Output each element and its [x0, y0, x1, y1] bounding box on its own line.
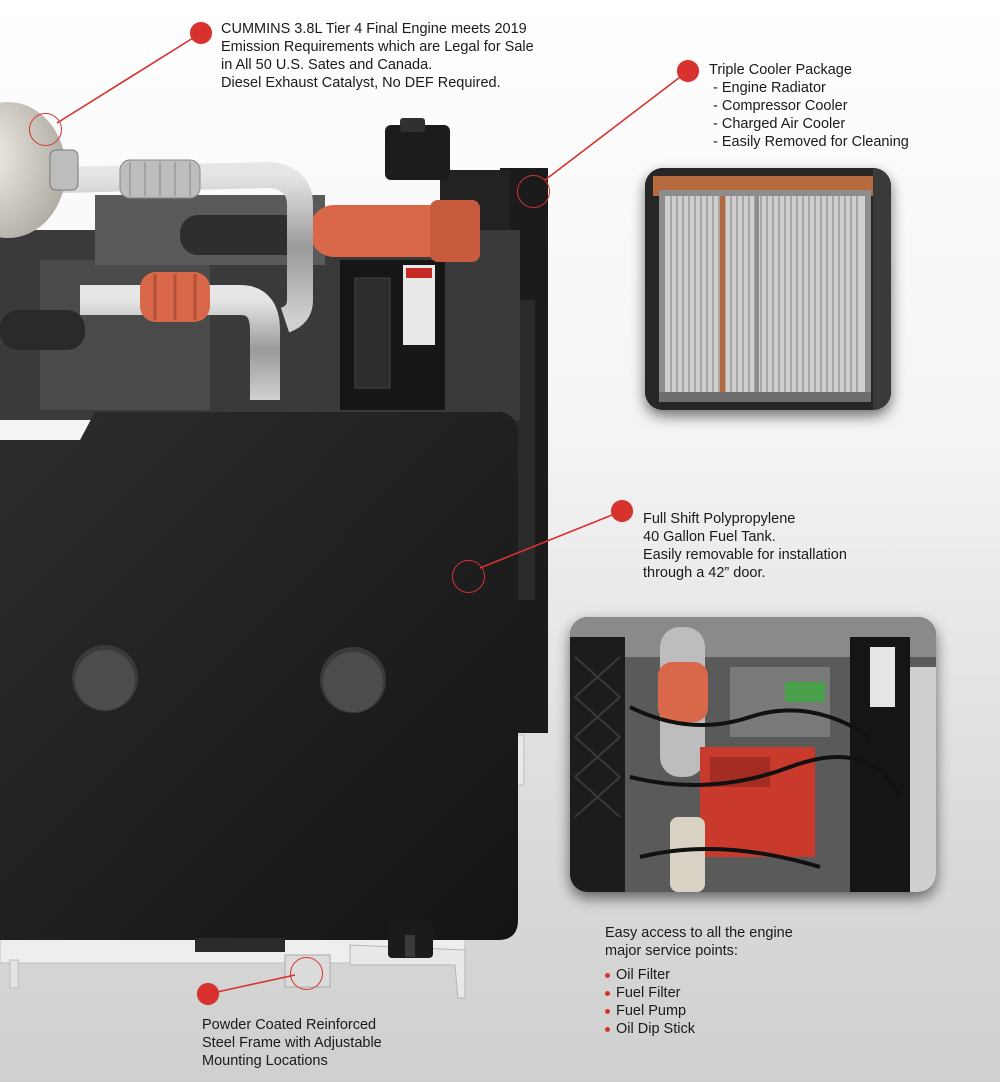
service-point-item: Fuel Pump [605, 1002, 793, 1020]
cooler-callout-list: - Engine Radiator - Compressor Cooler - … [709, 79, 909, 151]
cooler-callout-item: - Charged Air Cooler [713, 116, 846, 132]
tank-callout-line: Full Shift Polypropylene [643, 511, 796, 527]
frame-marker-ring [290, 957, 323, 990]
service-point-item: Fuel Filter [605, 984, 793, 1002]
engine-callout: CUMMINS 3.8L Tier 4 Final Engine meets 2… [221, 20, 534, 92]
fuel-tank [0, 412, 518, 958]
engine-service-photo [570, 617, 936, 892]
frame-callout-line: Mounting Locations [202, 1053, 328, 1069]
service-points-list: Oil Filter Fuel Filter Fuel Pump Oil Dip… [605, 966, 793, 1038]
service-callout: Easy access to all the engine major serv… [605, 924, 793, 1038]
service-callout-intro: major service points: [605, 943, 738, 959]
cooler-callout: Triple Cooler Package - Engine Radiator … [709, 61, 909, 151]
radiator-graphic [645, 168, 891, 410]
tank-callout-line: Easily removable for installation [643, 547, 847, 563]
frame-callout-dot [197, 983, 219, 1005]
cooler-callout-dot [677, 60, 699, 82]
tank-callout-dot [611, 500, 633, 522]
engine-callout-line: Emission Requirements which are Legal fo… [221, 39, 534, 55]
engine-callout-line: Diesel Exhaust Catalyst, No DEF Required… [221, 75, 501, 91]
frame-callout-line: Powder Coated Reinforced [202, 1017, 377, 1033]
cooler-package-photo [645, 168, 891, 410]
machine-illustration [0, 102, 548, 999]
engine-marker-ring [29, 113, 62, 146]
tank-callout: Full Shift Polypropylene 40 Gallon Fuel … [643, 510, 847, 582]
cooler-callout-title: Triple Cooler Package [709, 62, 852, 78]
service-callout-intro: Easy access to all the engine [605, 925, 793, 941]
tank-callout-line: 40 Gallon Fuel Tank. [643, 529, 776, 545]
engine-callout-dot [190, 22, 212, 44]
cooler-callout-item: - Engine Radiator [713, 80, 826, 96]
cooler-callout-item: - Compressor Cooler [713, 98, 848, 114]
engine-callout-line: in All 50 U.S. Sates and Canada. [221, 57, 433, 73]
service-point-item: Oil Filter [605, 966, 793, 984]
engine-block [0, 102, 520, 420]
frame-callout-line: Steel Frame with Adjustable [202, 1035, 382, 1051]
cooler-marker-ring [517, 175, 550, 208]
engine-callout-line: CUMMINS 3.8L Tier 4 Final Engine meets 2… [221, 21, 527, 37]
tank-marker-ring [452, 560, 485, 593]
service-point-item: Oil Dip Stick [605, 1020, 793, 1038]
frame-callout: Powder Coated Reinforced Steel Frame wit… [202, 1016, 382, 1070]
cooler-callout-item: - Easily Removed for Cleaning [713, 134, 909, 150]
tank-callout-line: through a 42” door. [643, 565, 766, 581]
engine-service-graphic [570, 617, 936, 892]
